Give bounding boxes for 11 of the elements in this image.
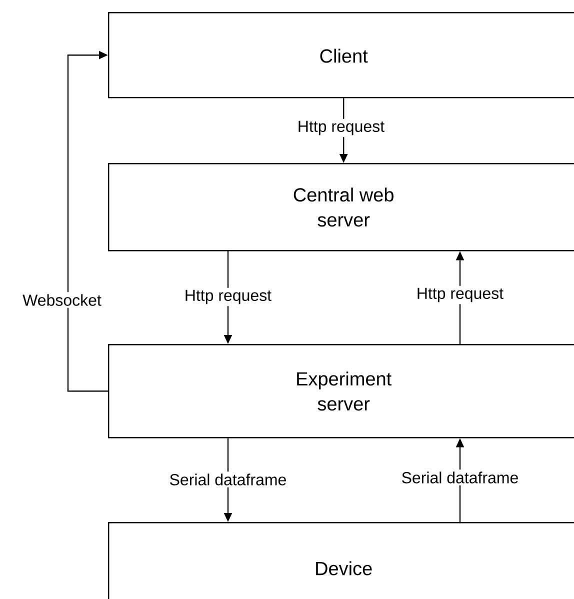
edge-label: Http request bbox=[295, 118, 387, 138]
edge-label: Http request bbox=[414, 286, 506, 304]
edge-label: Serial dataframe bbox=[167, 472, 289, 488]
edge-label: Http request bbox=[182, 288, 274, 306]
process-box: Experiment server bbox=[108, 344, 574, 438]
edge-label: Websocket bbox=[20, 292, 104, 308]
process-box: Device bbox=[108, 522, 574, 599]
arrow bbox=[67, 50, 108, 392]
process-box: Client bbox=[108, 12, 574, 98]
edge-label: Serial dataframe bbox=[399, 470, 521, 486]
process-box: Central web server bbox=[108, 163, 574, 252]
